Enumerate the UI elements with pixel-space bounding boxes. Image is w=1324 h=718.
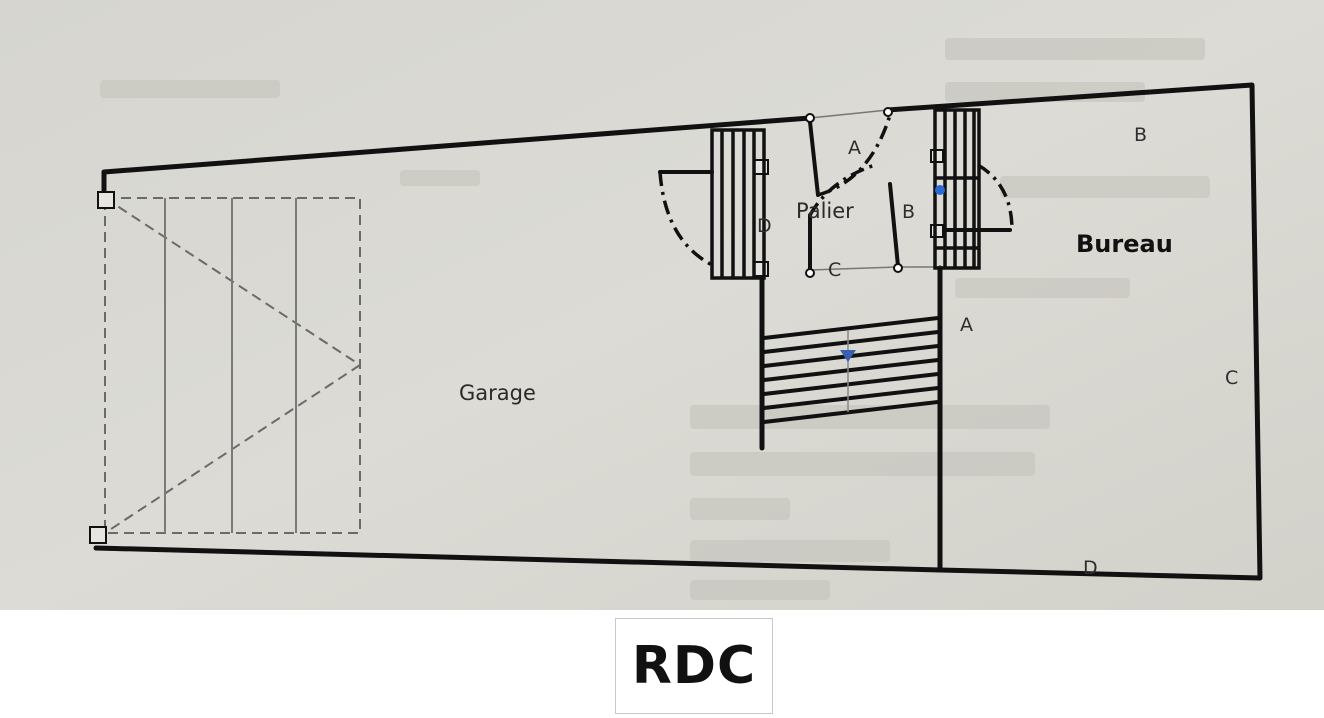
palier-outline [809,109,940,271]
side-letter-palier-left: D [757,215,772,237]
level-caption: RDC [631,636,757,696]
side-letter-bureau-bottom: D [1083,557,1098,579]
stair-marker-icon [935,185,945,195]
floor-plan: Garage Palier Bureau A B C D B A C D [0,0,1324,610]
side-letter-bureau-top: B [1134,124,1147,146]
level-caption-box: RDC [615,618,773,714]
stair-left-stack [710,128,766,280]
stair-right-stack [933,108,981,270]
side-letter-palier-right: B [902,201,915,223]
door-hinges [805,107,903,278]
bureau-top-right-wall [885,82,1263,581]
bleed-through-marks [100,38,1210,600]
side-letter-bureau-right: C [1225,367,1238,389]
side-letter-palier-top: A [848,137,861,159]
room-label-palier: Palier [796,199,854,223]
door-swing-arcs [658,114,1014,267]
walls [93,82,1263,581]
main-staircase [763,316,939,424]
room-label-garage: Garage [459,381,536,405]
bottom-wall [93,545,943,573]
room-label-bureau: Bureau [1076,230,1173,258]
stair-direction-arrow-icon [840,350,856,362]
garage-car-outline [104,197,361,534]
side-letter-bureau-left: A [960,314,973,336]
garage-top-wall [101,115,813,193]
side-letter-palier-bottom: C [828,259,841,281]
